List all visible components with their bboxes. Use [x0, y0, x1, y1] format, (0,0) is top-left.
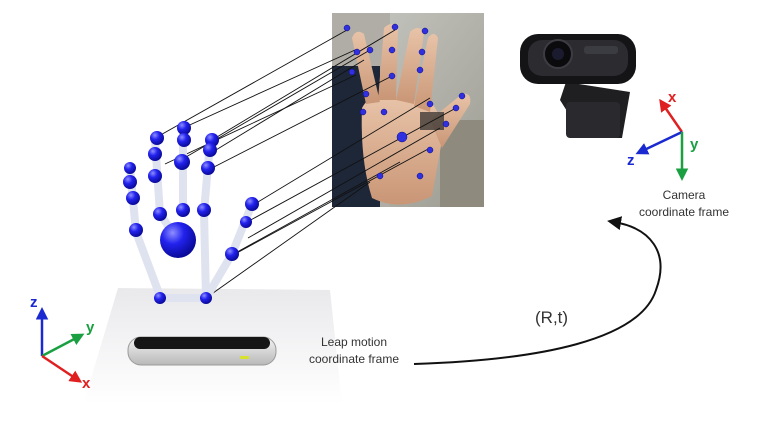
- leap-axes: [35, 307, 85, 383]
- webcam-icon: [520, 34, 636, 138]
- camera-axis-y-label: y: [690, 136, 699, 153]
- leap-axis-y-label: y: [86, 319, 95, 336]
- leap-axis-z-label: z: [30, 294, 38, 311]
- camera-axis-x-label: x: [668, 89, 677, 106]
- transform-arrow: [413, 216, 662, 365]
- leap-frame-caption-line2: coordinate frame: [309, 352, 399, 366]
- leap-axis-x-label: x: [82, 375, 91, 392]
- hand-photo-icon: [332, 13, 484, 207]
- camera-axis-z-label: z: [627, 152, 635, 169]
- transform-label: (R,t): [535, 308, 568, 327]
- leap-frame-caption-line1: Leap motion: [321, 335, 387, 349]
- photo-keypoints: [343, 23, 466, 180]
- camera-frame-caption-line1: Camera: [663, 188, 706, 202]
- camera-axes: [635, 98, 689, 181]
- hand-skeleton-icon: [123, 121, 259, 304]
- camera-frame-caption-line2: coordinate frame: [639, 205, 729, 219]
- leap-device-icon: [127, 336, 277, 366]
- correspondence-lines: [156, 29, 457, 299]
